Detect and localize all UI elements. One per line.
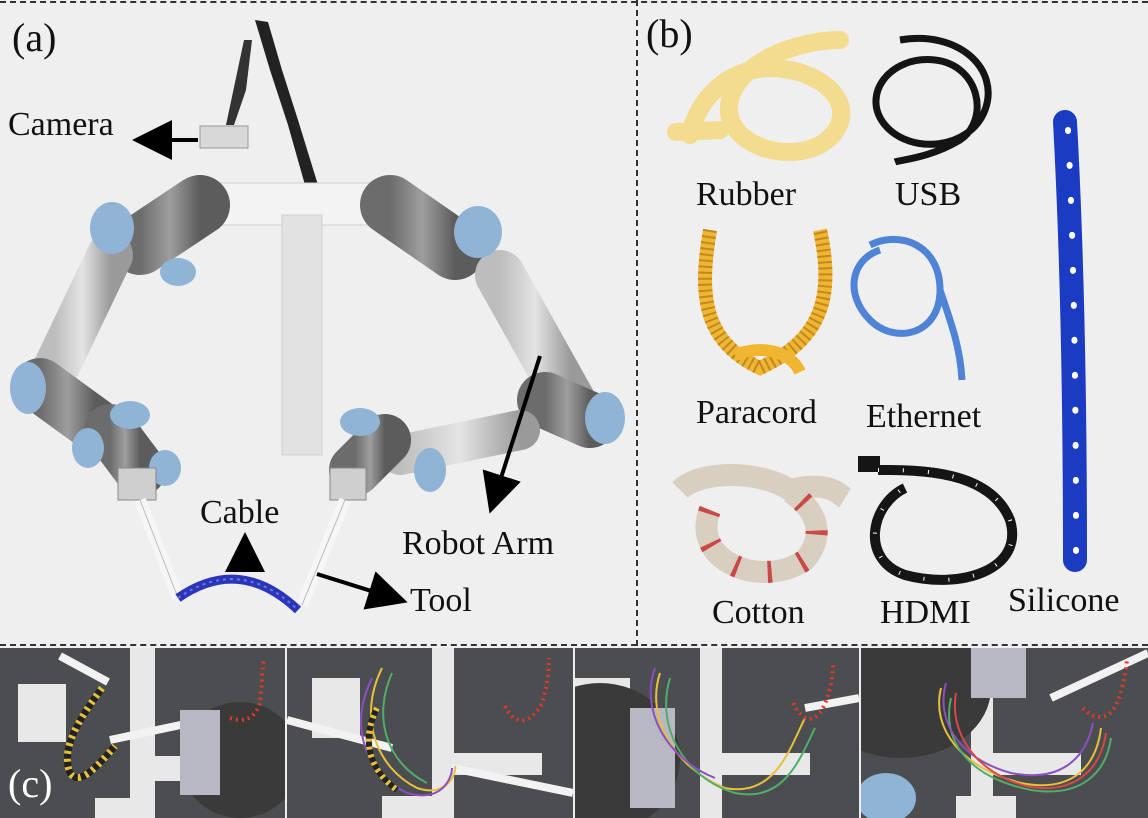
panel-divider-vertical: [636, 0, 638, 646]
panel-label-a: (a): [12, 15, 57, 60]
cotton-label: Cotton: [712, 594, 805, 631]
cable-label: Cable: [200, 494, 280, 531]
camera-mount: [199, 20, 318, 185]
paracord-cable: [698, 228, 833, 376]
joint-cap: [160, 258, 196, 286]
rubber-label: Rubber: [696, 176, 797, 213]
rubber-cable: [667, 31, 851, 162]
photo-separator: [573, 648, 575, 818]
usb-label: USB: [895, 176, 962, 213]
joint-cap: [585, 392, 625, 444]
joint-cap: [340, 408, 380, 436]
photo-frame-2: [287, 648, 573, 818]
tool-label: Tool: [410, 582, 472, 619]
robot-arm-label: Robot Arm: [402, 525, 555, 562]
camera-body: [199, 125, 249, 149]
tool-arrow: [316, 571, 408, 610]
paracord-label: Paracord: [696, 394, 817, 431]
cotton-rope: [672, 464, 852, 583]
silicone-label: Silicone: [1008, 582, 1120, 619]
top-border: [0, 1, 1148, 3]
joint-cap: [110, 401, 150, 429]
silicone-cable: [1053, 110, 1087, 572]
ethernet-label: Ethernet: [866, 398, 982, 435]
left-robot-arm: [10, 175, 230, 601]
photo-frame-1: [0, 648, 285, 818]
panel-divider-horizontal: [0, 644, 1148, 646]
robot-arm-arrow: [482, 355, 542, 514]
joint-cap: [149, 450, 181, 486]
photo-frame-3: [575, 648, 859, 818]
usb-cable: [872, 35, 992, 166]
panel-label-c: (c): [8, 761, 53, 806]
joint-cap: [454, 206, 502, 258]
photo-frame-4: [861, 648, 1148, 818]
right-robot-arm: [296, 175, 625, 608]
hdmi-label: HDMI: [880, 594, 971, 631]
joint-cap: [414, 448, 446, 492]
joint-cap: [72, 428, 104, 468]
t-frame: [187, 182, 414, 456]
joint-cap: [90, 202, 134, 254]
photo-separator: [285, 648, 287, 818]
camera-label: Camera: [8, 106, 114, 143]
hdmi-cable: [858, 456, 1018, 585]
photo-separator: [859, 648, 861, 818]
ethernet-cable: [850, 235, 966, 381]
joint-cap: [10, 362, 46, 414]
panel-label-b: (b): [646, 11, 693, 56]
